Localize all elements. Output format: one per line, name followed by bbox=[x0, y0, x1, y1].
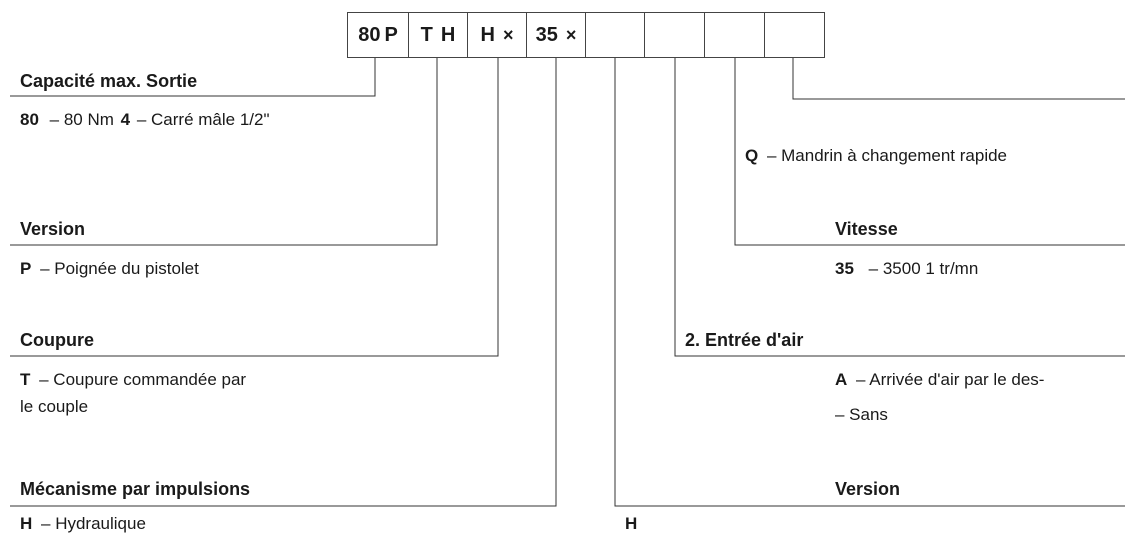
version-left-code: P bbox=[20, 259, 32, 278]
entree-air-option: A – Arrivée d'air par le des- bbox=[835, 370, 1044, 390]
mecanisme-option: H – Hydraulique bbox=[20, 514, 146, 534]
coupure-desc-1: – Coupure commandée par bbox=[39, 370, 247, 389]
connector-capacite bbox=[10, 58, 376, 97]
version-right-heading: Version bbox=[835, 479, 901, 499]
version-left-desc: – Poignée du pistolet bbox=[40, 259, 199, 278]
coupure-code: T bbox=[20, 370, 31, 389]
code-part-t: T bbox=[420, 23, 433, 46]
coupure-heading: Coupure bbox=[20, 330, 94, 350]
mecanisme-code: H bbox=[20, 514, 33, 533]
code-part-x2: × bbox=[565, 24, 577, 45]
version-left-heading: Version bbox=[20, 219, 86, 239]
code-part-35: 35 bbox=[535, 23, 558, 46]
coupure-desc-2: le couple bbox=[20, 397, 89, 416]
mandrin-desc: – Mandrin à changement rapide bbox=[766, 146, 1008, 165]
version-left-option: P – Poignée du pistolet bbox=[20, 259, 199, 279]
entree-air-code: A bbox=[835, 370, 848, 389]
connector-entree-air bbox=[674, 58, 1125, 357]
code-part-80: 80 bbox=[358, 23, 381, 46]
connector-vitesse bbox=[734, 58, 1125, 246]
entree-air-desc-1: – Arrivée d'air par le des- bbox=[856, 370, 1045, 389]
connector-coupure bbox=[10, 58, 499, 357]
code-box-3: H × bbox=[467, 12, 527, 58]
code-part-x1: × bbox=[502, 24, 514, 45]
code-box-2: T H bbox=[408, 12, 468, 58]
coupure-option: T – Coupure commandée par bbox=[20, 370, 246, 390]
connector-version-left bbox=[10, 58, 438, 246]
capacite-code-4: 4 bbox=[120, 110, 131, 129]
mecanisme-heading: Mécanisme par impulsions bbox=[20, 479, 251, 499]
code-part-h2: H bbox=[480, 23, 495, 46]
code-part-p: P bbox=[384, 23, 398, 46]
vitesse-option: 35 – 3500 1 tr/mn bbox=[835, 259, 978, 279]
entree-air-desc-2: – Sans bbox=[835, 405, 888, 424]
code-box-6 bbox=[644, 12, 705, 58]
code-box-7 bbox=[704, 12, 765, 58]
mecanisme-desc: – Hydraulique bbox=[41, 514, 146, 533]
connector-top-right bbox=[792, 58, 1125, 100]
capacite-heading: Capacité max. Sortie bbox=[20, 71, 198, 91]
connector-mecanisme bbox=[10, 58, 557, 507]
vitesse-code: 35 bbox=[835, 259, 854, 278]
mandrin-option: Q – Mandrin à changement rapide bbox=[745, 146, 1007, 166]
mandrin-code: Q bbox=[745, 146, 759, 165]
capacite-desc-80: – 80 Nm bbox=[49, 110, 114, 129]
code-box-8 bbox=[764, 12, 825, 58]
entree-air-heading: 2. Entrée d'air bbox=[685, 330, 804, 350]
version-right-code: H bbox=[625, 514, 638, 533]
connector-version-right bbox=[614, 58, 1125, 507]
code-box-4: 35 × bbox=[526, 12, 586, 58]
code-box-1: 80 P bbox=[347, 12, 409, 58]
vitesse-desc: – 3500 1 tr/mn bbox=[868, 259, 979, 278]
capacite-code-80: 80 bbox=[20, 110, 39, 129]
code-box-5 bbox=[585, 12, 645, 58]
capacite-desc-4: – Carré mâle 1/2" bbox=[136, 110, 270, 129]
code-part-h1: H bbox=[440, 23, 456, 46]
capacite-options: 80 – 80 Nm 4 – Carré mâle 1/2" bbox=[20, 110, 270, 130]
vitesse-heading: Vitesse bbox=[835, 219, 898, 239]
